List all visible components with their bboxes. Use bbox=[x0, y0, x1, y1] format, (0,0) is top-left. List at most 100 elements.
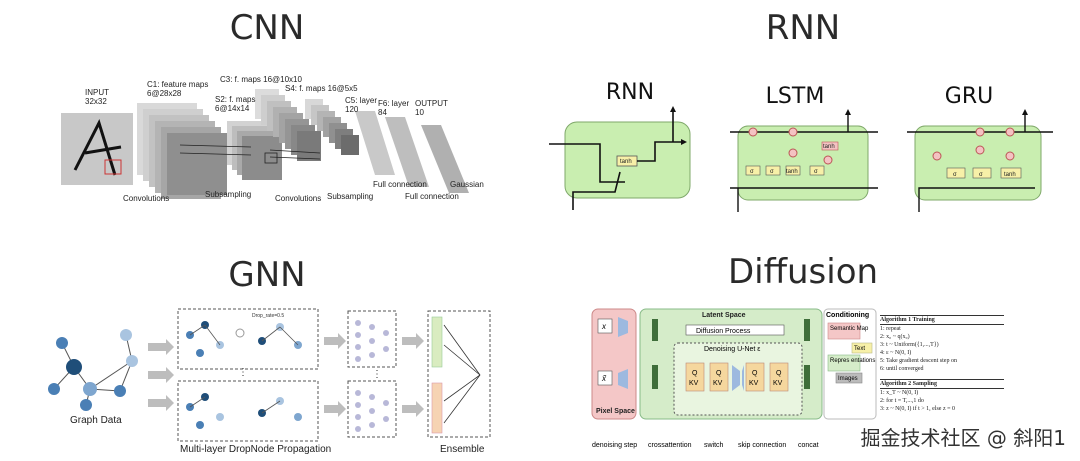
full-connection-label-1: Full connection bbox=[373, 180, 427, 189]
algorithm1-line: 1: repeat bbox=[880, 326, 901, 332]
c5-size-label: 120 bbox=[345, 105, 359, 114]
svg-text:σ: σ bbox=[953, 172, 957, 178]
diffusion-process-label: Diffusion Process bbox=[696, 328, 751, 335]
mlp-networks bbox=[355, 320, 389, 432]
algorithm1-line: 3: t ~ Uniform({1,...,T}) bbox=[880, 342, 939, 348]
algorithm2-line: 3: z ~ N(0, I) if t > 1, else z = 0 bbox=[880, 406, 955, 412]
ensemble-label: Ensemble bbox=[440, 444, 485, 455]
lstm-gates: σ σ tanh σ bbox=[745, 165, 825, 176]
s4-feature-maps bbox=[305, 99, 359, 155]
rnn-title: RNN bbox=[765, 8, 841, 48]
diffusion-title: Diffusion bbox=[727, 252, 879, 292]
svg-text:skip connection: skip connection bbox=[738, 442, 786, 449]
input-size-label: 32x32 bbox=[85, 97, 107, 106]
input-graph bbox=[48, 329, 138, 411]
gru-gates: σ σ tanh bbox=[946, 167, 1022, 179]
algorithm-box: Algorithm 1 Training 1: repeat 2: x₀ ~ q… bbox=[880, 315, 1004, 426]
lstm-cell-title: LSTM bbox=[765, 84, 825, 109]
svg-text:KV: KV bbox=[749, 380, 759, 387]
input-label: INPUT bbox=[85, 88, 109, 97]
diffusion-legend: denoising step crossattention switch ski… bbox=[592, 442, 819, 449]
output-label: OUTPUT bbox=[415, 99, 448, 108]
svg-text:KV: KV bbox=[713, 380, 723, 387]
svg-text:tanh: tanh bbox=[786, 169, 798, 175]
drop-rate-label: Drop_rate=0.5 bbox=[252, 313, 284, 319]
latent-space-label: Latent Space bbox=[702, 312, 746, 319]
cnn-title: CNN bbox=[229, 8, 305, 48]
svg-text:Q: Q bbox=[776, 370, 782, 377]
c1-feature-maps bbox=[137, 103, 227, 199]
c3-label: C3: f. maps 16@10x10 bbox=[220, 75, 302, 84]
handwritten-a bbox=[73, 119, 122, 176]
ensemble-outputs bbox=[431, 316, 481, 434]
gnn-title: GNN bbox=[228, 255, 306, 295]
subsampling-label-1: Subsampling bbox=[205, 190, 251, 199]
f6-layer bbox=[385, 117, 429, 187]
gaussian-label: Gaussian bbox=[450, 180, 484, 189]
svg-text:switch: switch bbox=[704, 442, 724, 449]
svg-text:KV: KV bbox=[773, 380, 783, 387]
graph-data-label: Graph Data bbox=[70, 415, 122, 426]
svg-text:concat: concat bbox=[798, 442, 819, 449]
gru-cell-title: GRU bbox=[944, 84, 994, 109]
text-label: Text bbox=[854, 346, 865, 352]
svg-text:σ: σ bbox=[750, 169, 754, 175]
c1-label: C1: feature maps bbox=[147, 80, 208, 89]
algorithm1-line: 6: until converged bbox=[880, 366, 924, 372]
algorithm1-title: Algorithm 1 Training bbox=[880, 316, 1004, 325]
svg-text:⋮: ⋮ bbox=[372, 369, 382, 380]
svg-text:tanh: tanh bbox=[1004, 172, 1016, 178]
svg-text:Q: Q bbox=[692, 370, 698, 377]
convolutions-label-2: Convolutions bbox=[275, 194, 321, 203]
svg-text:KV: KV bbox=[689, 380, 699, 387]
svg-text:x: x bbox=[601, 322, 607, 331]
c5-label: C5: layer bbox=[345, 96, 377, 105]
gru-cell-diagram: σ σ tanh bbox=[907, 109, 1053, 212]
svg-text:Q: Q bbox=[716, 370, 722, 377]
algorithm2-line: 2: for t = T,...,1 do bbox=[880, 398, 924, 404]
s2-feature-maps bbox=[227, 121, 282, 180]
svg-text:σ: σ bbox=[814, 169, 818, 175]
c5-layer bbox=[355, 111, 395, 175]
svg-text:⋮: ⋮ bbox=[238, 367, 248, 378]
s2-label: S2: f. maps bbox=[215, 95, 255, 104]
subsampling-label-2: Subsampling bbox=[327, 192, 373, 201]
algorithm2-line: 1: x_T ~ N(0, I) bbox=[880, 390, 919, 396]
watermark: 掘金技术社区 @ 斜阳1 bbox=[860, 426, 1066, 450]
diffusion-diagram: Pixel Space x x̃ Latent Space Diffusion … bbox=[591, 308, 877, 449]
c3-feature-maps bbox=[255, 89, 321, 161]
svg-text:denoising step: denoising step bbox=[592, 442, 637, 449]
conditioning-label: Conditioning bbox=[826, 312, 869, 319]
images-label: Images bbox=[838, 376, 858, 382]
unet-qkv-blocks: Q KV Q KV Q KV Q KV bbox=[685, 362, 789, 392]
c1-size-label: 6@28x28 bbox=[147, 89, 182, 98]
svg-text:Q: Q bbox=[752, 370, 758, 377]
f6-label: F6: layer bbox=[378, 99, 409, 108]
svg-text:x̃: x̃ bbox=[601, 374, 607, 383]
full-connection-label-2: Full connection bbox=[405, 192, 459, 201]
svg-text:σ: σ bbox=[770, 169, 774, 175]
denoising-unet-label: Denoising U-Net ε bbox=[704, 346, 760, 353]
svg-text:tanh: tanh bbox=[620, 159, 632, 165]
svg-text:crossattention: crossattention bbox=[648, 442, 692, 449]
algorithm1-line: 4: ε ~ N(0, I) bbox=[880, 350, 912, 356]
svg-text:σ: σ bbox=[979, 172, 983, 178]
svg-text:tanh: tanh bbox=[823, 144, 835, 150]
lstm-cell-diagram: σ σ tanh σ tanh bbox=[730, 109, 878, 212]
algorithm2-title: Algorithm 2 Sampling bbox=[880, 379, 1004, 389]
output-size-label: 10 bbox=[415, 108, 424, 117]
algorithm1-line: 2: x₀ ~ q(x₀) bbox=[880, 334, 910, 340]
convolutions-label-1: Convolutions bbox=[123, 194, 169, 203]
dropnode-graphs-bottom bbox=[186, 393, 302, 429]
rnn-cell-diagram: tanh bbox=[549, 106, 691, 210]
semantic-map-label: Semantic Map bbox=[830, 326, 869, 332]
cnn-diagram: INPUT 32x32 C1: feature maps 6@28x28 C3:… bbox=[61, 75, 484, 203]
algorithm1-line: 5: Take gradient descent step on bbox=[880, 358, 957, 364]
s4-label: S4: f. maps 16@5x5 bbox=[285, 84, 358, 93]
representations-label: Repres entations bbox=[830, 358, 875, 364]
propagation-label: Multi-layer DropNode Propagation bbox=[180, 444, 331, 455]
dropnode-graphs-top bbox=[186, 321, 302, 357]
pixel-space-label: Pixel Space bbox=[596, 408, 635, 415]
gnn-diagram: Graph Data ⋮ Drop_rate=0.5 Multi-layer D… bbox=[48, 308, 491, 455]
s2-size-label: 6@14x14 bbox=[215, 104, 250, 113]
